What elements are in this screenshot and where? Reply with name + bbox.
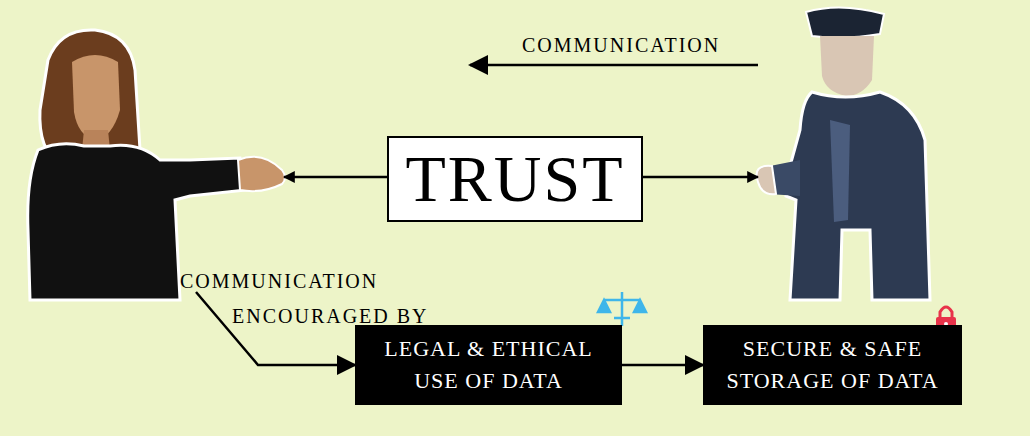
woman-face <box>72 55 120 140</box>
trust-arrow-right <box>640 176 758 179</box>
scales-icon <box>634 300 646 312</box>
officer-figure <box>757 7 930 300</box>
process-box: LEGAL & ETHICAL USE OF DATA <box>355 325 622 405</box>
scales-icon <box>621 292 624 326</box>
scales-icon <box>598 292 646 326</box>
officer-uniform <box>786 92 930 300</box>
trust-arrow-left <box>284 176 390 179</box>
flow-arrow <box>622 364 703 367</box>
node-text: TRUST <box>405 146 624 212</box>
leader-arrow <box>196 292 355 365</box>
officer-hand <box>757 166 776 194</box>
scales-icon <box>598 300 610 312</box>
uniform-shading <box>830 120 850 222</box>
annotation-label: COMMUNICATION ENCOURAGED BY <box>180 264 470 334</box>
node-text: LEGAL & ETHICAL USE OF DATA <box>367 333 610 397</box>
process-box: SECURE & SAFE STORAGE OF DATA <box>703 325 962 405</box>
node-text: SECURE & SAFE STORAGE OF DATA <box>715 333 950 397</box>
annotation-label: COMMUNICATION <box>522 34 762 57</box>
woman-hand <box>238 157 285 191</box>
lock-icon <box>940 307 952 318</box>
woman-figure <box>28 30 285 300</box>
scales-icon <box>614 317 630 320</box>
officer-cap <box>806 7 884 37</box>
trust-box: TRUST <box>387 136 643 222</box>
communication-arrow <box>470 64 758 67</box>
officer-face <box>820 36 874 96</box>
scales-icon <box>604 299 640 302</box>
